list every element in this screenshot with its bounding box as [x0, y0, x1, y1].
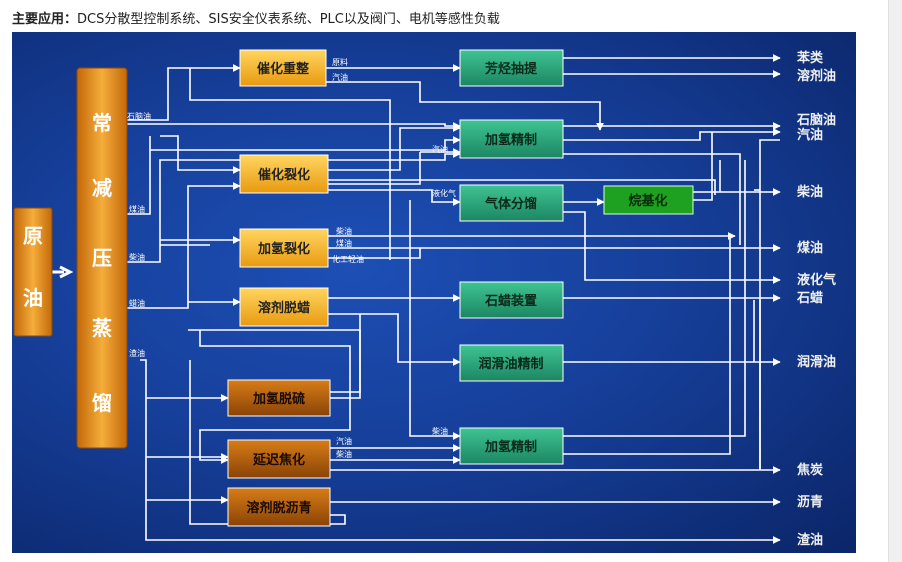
product-outputs: 苯类 溶剂油 石脑油 汽油 柴油 煤油 液化气 石蜡 润滑油 焦炭 沥青 渣油 [796, 50, 836, 548]
unit-wax-plant: 石蜡装置 [459, 281, 564, 319]
unit-hydrofinishing-bottom: 加氢精制 [459, 427, 564, 465]
unit-label: 气体分馏 [485, 196, 537, 212]
unit-label: 润滑油精制 [478, 356, 543, 372]
stream-label: 柴油 [336, 226, 352, 236]
unit-label: 催化重整 [257, 61, 310, 77]
stream-label: 柴油 [336, 449, 352, 459]
unit-aromatics-extraction: 芳烃抽提 [459, 49, 564, 87]
unit-label: 溶剂脱沥青 [246, 500, 311, 516]
unit-label: 延迟焦化 [252, 452, 305, 468]
output-label: 焦炭 [796, 462, 823, 478]
unit-label: 加氢精制 [484, 132, 537, 148]
unit-gas-fractionation: 气体分馏 [459, 184, 564, 222]
unit-delayed-coking: 延迟焦化 [227, 439, 331, 479]
stream-label: 液化气 [432, 188, 456, 198]
output-label: 渣油 [797, 532, 823, 548]
flow-lines [126, 54, 781, 544]
output-label: 液化气 [797, 272, 836, 288]
output-label: 石脑油 [796, 112, 836, 128]
stream-label: 化工轻油 [332, 254, 364, 264]
unit-label: 芳烃抽提 [485, 61, 538, 77]
column-char-4: 蒸 [92, 316, 112, 340]
unit-hydrocracking: 加氢裂化 [239, 228, 329, 268]
output-label: 苯类 [796, 50, 824, 66]
caption: 主要应用：DCS分散型控制系统、SIS安全仪表系统、PLC以及阀门、电机等感性负… [12, 8, 500, 27]
stream-label: 原料 [332, 57, 348, 67]
output-label: 汽油 [797, 127, 823, 143]
unit-label: 溶剂脱蜡 [258, 300, 310, 316]
column-char-5: 馏 [92, 391, 112, 415]
unit-label: 催化裂化 [258, 167, 310, 183]
output-label: 溶剂油 [797, 68, 836, 84]
unit-label: 加氢精制 [484, 439, 537, 455]
stream-label: 汽油 [336, 436, 352, 446]
feed-label-1: 原 [23, 224, 43, 248]
page-scrollbar[interactable] [888, 0, 902, 562]
unit-lube-refining: 润滑油精制 [459, 344, 564, 382]
stream-label: 柴油 [432, 426, 448, 436]
output-label: 煤油 [797, 240, 823, 256]
stream-label: 汽油 [432, 144, 448, 154]
stream-label: 蜡油 [129, 298, 145, 308]
caption-label: 主要应用： [12, 12, 78, 27]
stream-label: 石脑油 [127, 111, 151, 121]
stream-label: 煤油 [336, 238, 352, 248]
output-label: 沥青 [797, 494, 823, 510]
stream-label: 煤油 [129, 204, 145, 214]
unit-hydrodesulfurization: 加氢脱硫 [227, 379, 331, 417]
refinery-diagram-panel [12, 32, 856, 553]
unit-hydrofinishing-top: 加氢精制 [459, 119, 564, 159]
stream-label: 柴油 [129, 252, 145, 262]
output-label: 润滑油 [797, 354, 836, 370]
unit-solvent-dewaxing: 溶剂脱蜡 [239, 287, 329, 327]
unit-alkylation: 烷基化 [603, 185, 694, 215]
stream-label: 渣油 [129, 348, 145, 358]
output-label: 石蜡 [796, 290, 823, 306]
caption-text: DCS分散型控制系统、SIS安全仪表系统、PLC以及阀门、电机等感性负载 [77, 12, 500, 27]
unit-solvent-deasphalting: 溶剂脱沥青 [227, 487, 331, 527]
column-char-1: 常 [92, 111, 112, 135]
column-char-3: 压 [92, 246, 112, 270]
unit-label: 加氢裂化 [257, 241, 310, 257]
atmospheric-vacuum-column: 常 减 压 蒸 馏 [76, 67, 128, 449]
feed-arrow [52, 265, 74, 279]
unit-label: 烷基化 [628, 193, 667, 209]
feed-label-2: 油 [23, 286, 43, 310]
column-char-2: 减 [92, 176, 112, 200]
output-label: 柴油 [796, 184, 823, 200]
crude-oil-feed: 原 油 [13, 207, 53, 337]
unit-catalytic-reforming: 催化重整 [239, 49, 327, 87]
unit-catalytic-cracking: 催化裂化 [239, 154, 329, 194]
unit-label: 石蜡装置 [484, 293, 537, 309]
unit-label: 加氢脱硫 [252, 391, 305, 407]
stream-labels: 石脑油 煤油 柴油 蜡油 渣油 原料 汽油 汽油 液化气 柴油 煤油 化工轻油 … [127, 57, 456, 459]
stream-label: 汽油 [332, 72, 348, 82]
